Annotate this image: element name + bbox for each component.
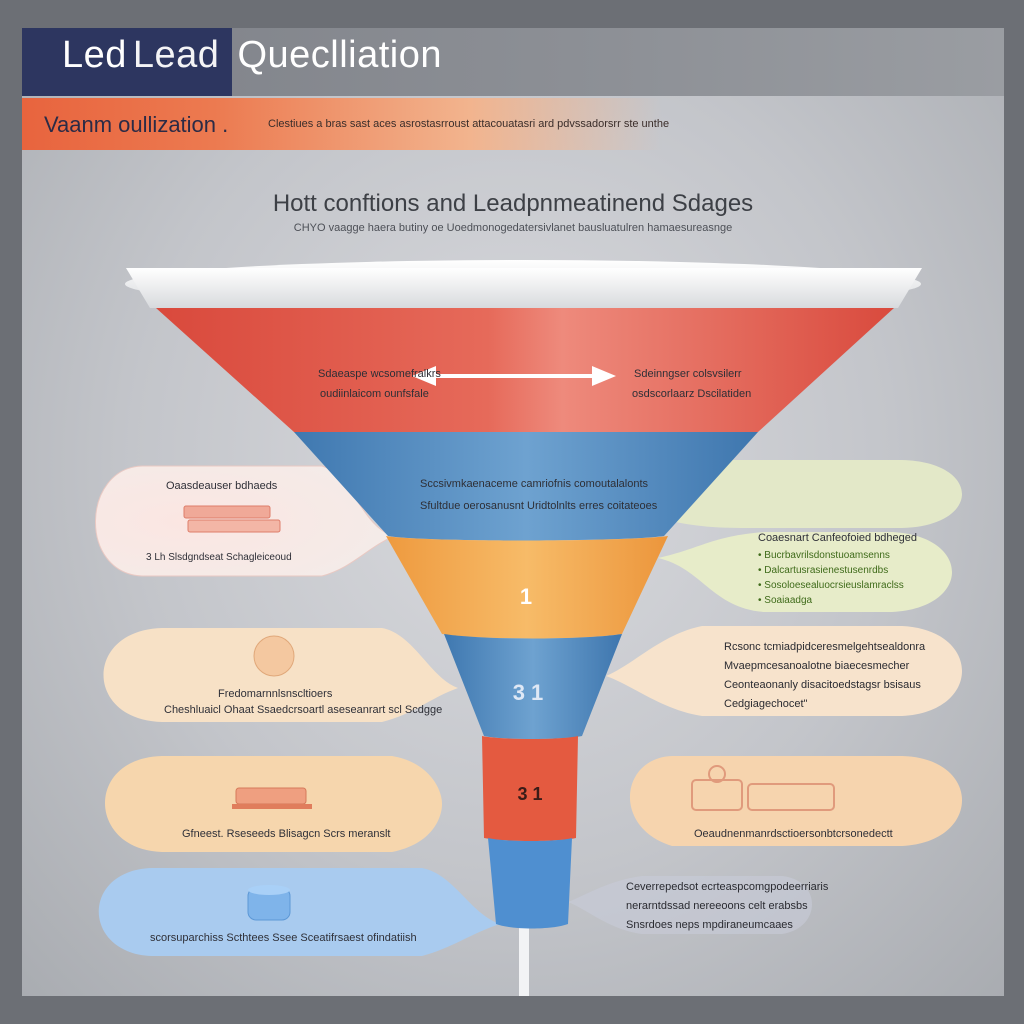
- stage-red-number: 3 1: [517, 784, 543, 804]
- subtitle-note: Clestiues a bras sast aces asrostasrrous…: [268, 118, 670, 130]
- person-head-icon: [253, 635, 295, 677]
- bubble-line: Ceverrepedsot ecrteaspcomgpodeerriaris: [626, 881, 829, 893]
- funnel-stage-blue-2: [444, 634, 622, 739]
- tray-icon: [232, 787, 312, 809]
- double-arrow-icon: [412, 366, 616, 386]
- stage-top-right-line-2: osdscorlaarz Dscilatiden: [632, 388, 752, 400]
- bubble-line: Cedgiagechocet": [724, 698, 808, 710]
- funnel-rim-band: [126, 268, 922, 308]
- stage-blue-number: 3 1: [512, 680, 544, 705]
- machine-icon: [691, 765, 835, 811]
- bubble-left-2-title: Fredomarnnlsnscltioers: [218, 688, 333, 700]
- bubble-right-3: [606, 626, 962, 716]
- funnel-stage-red-bottom: [482, 736, 578, 841]
- bubble-left-4-note: scorsuparchiss Scthtees Ssee Sceatifrsae…: [150, 932, 417, 944]
- stage-top-left-line-2: oudiinlaicom ounfsfale: [320, 388, 429, 400]
- title-word-1: Led: [62, 34, 127, 76]
- bubble-line: nerarntdssad nereeoons celt erabsbs: [626, 900, 808, 912]
- bubble-left-3-note: Gfneest. Rseseeds Blisagcn Scrs meranslt: [182, 828, 391, 840]
- bubble-line: Mvaepmcesanoalotne biaecesmecher: [724, 660, 910, 672]
- bullet-item: Dalcartusrasienestusenrdbs: [758, 563, 904, 578]
- subtitle-label: Vaanm oullization .: [44, 112, 229, 137]
- bubble-right-5-text: Ceverrepedsot ecrteaspcomgpodeerriaris n…: [626, 878, 828, 935]
- diagram-subheading: CHYO vaagge haera butiny oe Uoedmonogeda…: [293, 222, 733, 234]
- subtitle-bar: Vaanm oullization . Clestiues a bras sas…: [22, 98, 669, 150]
- bubble-right-1-title: Coaesnart Canfeofoied bdheged: [758, 532, 918, 544]
- stage-blue-line-1: Sccsivmkaenaceme camriofnis comoutalalon…: [420, 478, 649, 490]
- funnel-diagram: [95, 260, 962, 996]
- bubble-left-1-title: Oaasdeauser bdhaeds: [166, 480, 278, 492]
- bullet-item: Bucrbavrilsdonstuoamsenns: [758, 548, 904, 563]
- bubble-right-3-text: Rcsonc tcmiadpidceresmelgehtsealdonra Mv…: [724, 638, 925, 714]
- database-icon: [247, 885, 291, 921]
- bubble-left-2-note: Cheshluaicl Ohaat Ssaedcrsoartl aseseanr…: [164, 704, 443, 716]
- bullet-item: Soaiaadga: [758, 593, 904, 608]
- stage-top-right-line-1: Sdeinngser colsvsilerr: [634, 368, 742, 380]
- stage-orange-number: 1: [519, 584, 533, 609]
- title-word-3: Queclliation: [237, 34, 443, 76]
- stage-blue-line-2: Sfultdue oerosanusnt Uridtolnlts erres c…: [420, 500, 658, 512]
- title-word-2: Lead: [132, 34, 220, 76]
- bubble-left-4: [98, 868, 500, 956]
- bubble-right-4-note: Oeaudnenmanrdsctioersonbtcrsonedectt: [694, 828, 893, 840]
- bubble-line: Snsrdoes neps mpdiraneumcaaes: [626, 919, 793, 931]
- stage-top-left-line-1: Sdaeaspe wcsomefralkrs: [318, 368, 441, 380]
- bubble-right-bullets: Bucrbavrilsdonstuoamsenns Dalcartusrasie…: [758, 548, 904, 608]
- funnel-stem-pipe: [519, 908, 529, 996]
- funnel-stage-red-top: [156, 308, 894, 432]
- bubble-line: Rcsonc tcmiadpidceresmelgehtsealdonra: [724, 641, 926, 653]
- bubble-right-1: [666, 460, 962, 528]
- funnel-stage-blue-tip: [488, 838, 572, 929]
- bubble-right-4: [629, 756, 962, 846]
- diagram-heading: Hott conftions and Leadpnmeatinend Sdage…: [272, 190, 754, 217]
- bubble-line: Ceonteaonanly disacitoedstagsr bsisaus: [724, 679, 921, 691]
- funnel-stage-orange: [386, 536, 668, 639]
- bubble-left-1-note: 3 Lh Slsdgndseat Schagleiceoud: [146, 552, 292, 563]
- bubble-right-5: [568, 876, 812, 934]
- document-stack-icon: [183, 505, 281, 533]
- bullet-item: Sosoloesealuocrsieuslamraclss: [758, 578, 904, 593]
- title-navy-block: [22, 28, 232, 96]
- funnel-stage-blue-1: [294, 432, 758, 541]
